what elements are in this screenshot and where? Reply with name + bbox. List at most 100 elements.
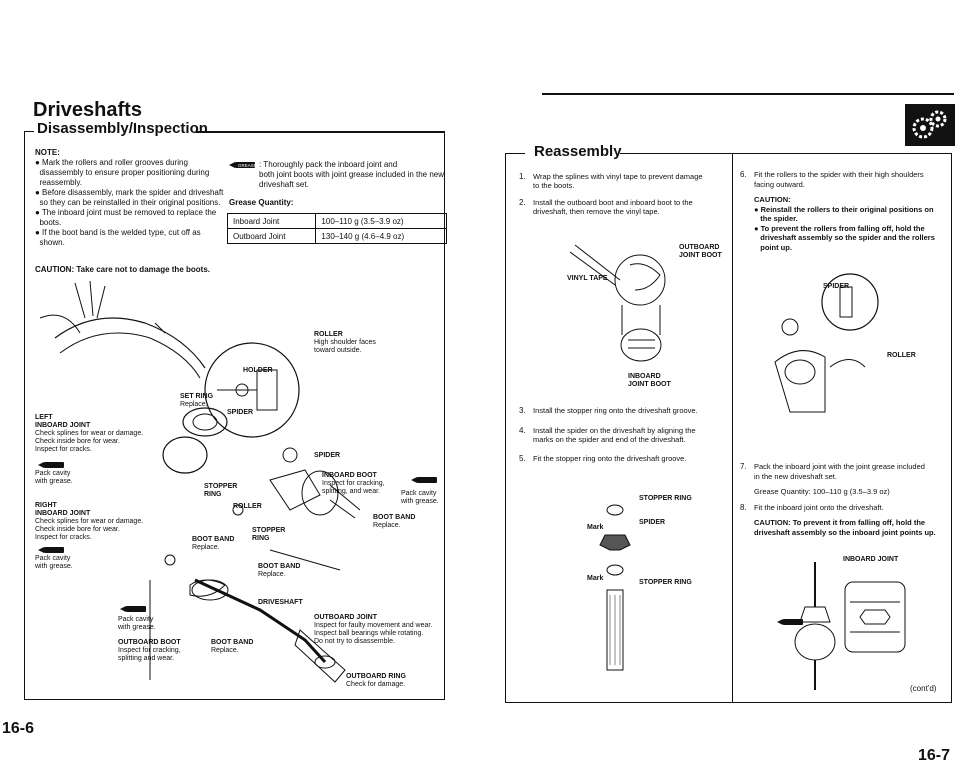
stopper-ring-label: STOPPER RING <box>639 579 692 586</box>
note-line: ● The inboard joint must be removed to r… <box>35 208 217 217</box>
mark-label: Mark <box>587 575 604 582</box>
step-number: 4. <box>519 426 526 435</box>
step-line: Fit the rollers to the spider with their… <box>754 170 924 179</box>
outboard-ring-line: OUTBOARD RING <box>346 673 406 680</box>
right-frame-corner <box>505 153 525 154</box>
notes-list: ● Mark the rollers and roller grooves du… <box>35 158 223 248</box>
step-number: 1. <box>519 172 526 181</box>
grease-tube-icon: GREASE <box>229 162 257 168</box>
spider-install-illustration <box>599 504 631 671</box>
caution-line: the spider. <box>754 214 798 223</box>
top-rule <box>542 93 954 95</box>
right-inboard-label-line: INBOARD JOINT <box>35 510 91 517</box>
spider-roller-illustration <box>774 273 879 413</box>
grease-intro-line: driveshaft set. <box>259 180 309 189</box>
caution-line: point up. <box>754 242 792 252</box>
outboard-boot-line: OUTBOARD BOOT <box>118 639 181 646</box>
caution-line: driveshaft assembly so the inboard joint… <box>754 527 936 537</box>
step-number: 5. <box>519 454 526 463</box>
step-text: Fit the stopper ring onto the driveshaft… <box>533 454 686 463</box>
step-text: Install the outboard boot and inboard bo… <box>533 198 693 216</box>
grease-tube-icon <box>38 462 64 468</box>
boot-band-line: BOOT BAND <box>192 536 235 543</box>
caution-line: ● To prevent the rollers from falling of… <box>754 223 925 233</box>
spider-label: SPIDER <box>314 452 341 459</box>
caution-title: CAUTION: <box>754 195 791 204</box>
inboard-boot-line: INBOARD <box>628 373 661 380</box>
pack-cavity-line: with grease. <box>118 624 156 631</box>
note-line: disassembly to ensure proper positioning… <box>35 168 210 177</box>
caution-text: CAUTION: Take care not to damage the boo… <box>35 265 210 274</box>
note-line: ● Mark the rollers and roller grooves du… <box>35 158 188 167</box>
spider-label: SPIDER <box>639 519 666 526</box>
step-line: in the new driveshaft set. <box>754 471 837 481</box>
step-line: facing outward. <box>754 179 805 189</box>
page-number: 16-6 <box>2 720 35 737</box>
right-frame-bottom <box>505 702 952 703</box>
note-line: ● If the boot band is the welded type, c… <box>35 228 201 237</box>
grease-intro-line: : Thoroughly pack the inboard joint and <box>259 160 398 169</box>
roller-label-line: High shoulder faces <box>314 339 376 346</box>
step-text: Install the stopper ring onto the drives… <box>533 406 698 415</box>
svg-text:GREASE: GREASE <box>238 163 257 168</box>
step-number: 2. <box>519 198 526 207</box>
outboard-boot-line: Inspect for cracking, <box>118 647 181 654</box>
boot-band-line: Replace. <box>258 571 286 578</box>
right-inboard-label-line: Inspect for cracks. <box>35 534 92 541</box>
grease-tube-icon <box>120 606 146 612</box>
step-text: Wrap the splines with vinyl tape to prev… <box>533 172 703 190</box>
boot-band-line: Replace. <box>373 522 401 529</box>
step-line: Fit the inboard joint onto the driveshaf… <box>754 502 884 512</box>
driveshaft-label: DRIVESHAFT <box>258 599 303 606</box>
note-line: reassembly. <box>35 178 82 187</box>
page-number: 16-7 <box>918 747 951 764</box>
table-cell: Inboard Joint <box>226 213 317 229</box>
left-inboard-label-line: Inspect for cracks. <box>35 446 92 453</box>
boot-band-line: BOOT BAND <box>373 514 416 521</box>
boot-band-line: Replace. <box>192 544 220 551</box>
spider-label: SPIDER <box>823 283 850 290</box>
step-line: Fit the stopper ring onto the driveshaft… <box>533 454 687 463</box>
step-number: 6. <box>740 170 747 179</box>
grease-intro-line: both joint boots with joint grease inclu… <box>259 170 445 179</box>
grease-tube-icon <box>777 619 803 625</box>
holder-label: HOLDER <box>243 367 273 374</box>
step-6: 6. Fit the rollers to the spider with the… <box>740 170 950 252</box>
stopper-ring-line: STOPPER <box>252 527 286 534</box>
vinyl-tape-label: VINYL TAPE <box>567 275 608 282</box>
outboard-joint-line: Inspect for faulty movement and wear. <box>314 622 433 629</box>
caution-line: CAUTION: To prevent it from falling off,… <box>754 518 926 527</box>
stopper-ring-line: RING <box>252 535 270 542</box>
outboard-boot-line: JOINT BOOT <box>679 252 722 259</box>
boot-cut-illustration <box>39 280 206 379</box>
step-number: 8. <box>740 502 747 512</box>
caution-line: ● Reinstall the rollers to their origina… <box>754 204 934 214</box>
left-frame-vertical <box>24 131 25 699</box>
inboard-joint-label: INBOARD JOINT <box>843 556 899 563</box>
outboard-boot-line: splitting and wear. <box>118 655 175 662</box>
left-inboard-label-line: INBOARD JOINT <box>35 422 91 429</box>
left-inboard-label-line: Check inside bore for wear. <box>35 438 120 445</box>
step-line: Wrap the splines with vinyl tape to prev… <box>533 172 703 181</box>
pack-cavity-line: with grease. <box>35 563 73 570</box>
pack-cavity-line: with grease. <box>35 478 73 485</box>
note-line: so they can be reinstalled in their orig… <box>35 198 221 207</box>
pack-cavity-line: Pack cavity <box>118 616 154 623</box>
step-line: driveshaft, then remove the vinyl tape. <box>533 207 660 216</box>
step-line: Install the spider on the driveshaft by … <box>533 426 696 435</box>
